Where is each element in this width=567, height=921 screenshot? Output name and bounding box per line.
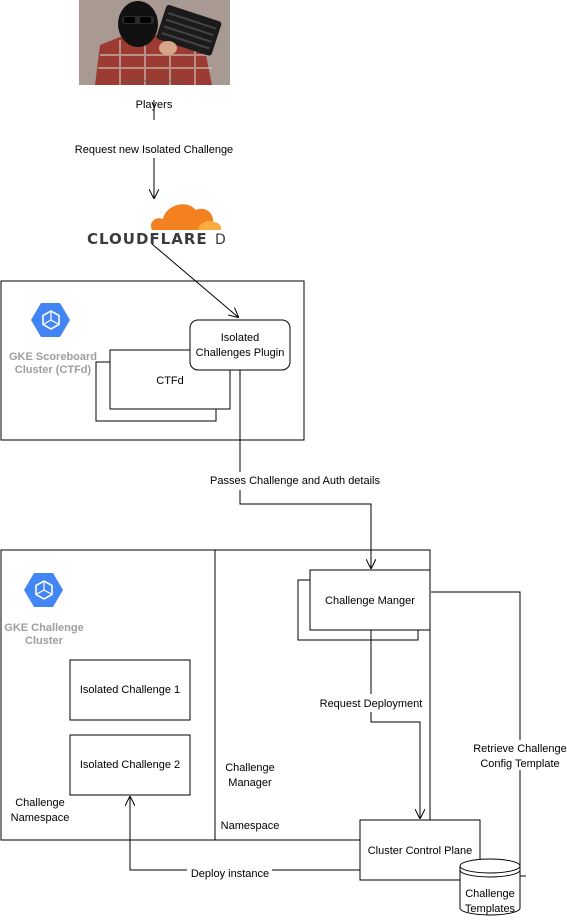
gke-icon bbox=[31, 303, 70, 337]
plugin-label-2: Challenges Plugin bbox=[196, 347, 285, 359]
challenge-manager-box bbox=[309, 569, 431, 631]
challenge-cluster-label-1: GKE Challenge bbox=[4, 622, 83, 634]
edge-label-request-deployment: Request Deployment bbox=[320, 698, 423, 710]
ctfd-box bbox=[109, 349, 231, 410]
cloudflare-wordmark: CLOUDFLARE bbox=[87, 230, 208, 248]
plugin-box bbox=[189, 319, 291, 371]
control-plane-label: Cluster Control Plane bbox=[368, 845, 473, 857]
gke-icon bbox=[24, 573, 63, 607]
manager-namespace-label-1: Challenge bbox=[225, 762, 275, 774]
edge-label-retrieve-template-2: Config Template bbox=[480, 758, 559, 770]
scoreboard-cluster-label-2: Cluster (CTFd) bbox=[15, 364, 92, 376]
isolated-challenge-1-label: Isolated Challenge 1 bbox=[80, 684, 180, 696]
isolated-challenge-2-label: Isolated Challenge 2 bbox=[80, 759, 180, 771]
challenge-namespace-label-1: Challenge bbox=[15, 797, 65, 809]
edge-request-deployment bbox=[370, 630, 420, 818]
cloudflare-logo: CLOUDFLARE D bbox=[87, 204, 227, 248]
scoreboard-cluster-box bbox=[0, 280, 305, 441]
templates-label-1: Challenge bbox=[465, 888, 515, 900]
database-icon bbox=[459, 858, 521, 916]
edge-label-retrieve-template-1: Retrieve Challenge bbox=[473, 743, 567, 755]
challenge-cluster-label-2: Cluster bbox=[25, 635, 64, 647]
cloudflare-suffix: D bbox=[215, 232, 227, 248]
edge-retrieve-template bbox=[431, 591, 521, 870]
isolated-challenge-1-box bbox=[69, 659, 191, 721]
edge-label-request-challenge: Request new Isolated Challenge bbox=[75, 144, 233, 156]
edge-passes-details bbox=[239, 370, 371, 568]
players-photo: www.shutterstock.com · 123153173 bbox=[79, 0, 230, 85]
edge-label-passes-details: Passes Challenge and Auth details bbox=[210, 475, 381, 487]
challenge-namespace-label-2: Namespace bbox=[11, 812, 70, 824]
templates-label-2: Templates bbox=[465, 903, 516, 915]
challenge-manager-label: Challenge Manger bbox=[325, 595, 415, 607]
edge-label-deploy-instance: Deploy instance bbox=[191, 868, 269, 880]
plugin-label-1: Isolated bbox=[221, 332, 260, 344]
scoreboard-cluster-label-1: GKE Scoreboard bbox=[9, 351, 97, 363]
ctfd-label: CTFd bbox=[156, 375, 184, 387]
edge-deploy-instance bbox=[130, 797, 360, 871]
manager-namespace-label-2: Manager bbox=[228, 777, 272, 789]
photo-caption: www.shutterstock.com · 123153173 bbox=[122, 78, 186, 83]
isolated-challenge-2-box bbox=[69, 734, 191, 796]
manager-namespace-label-3: Namespace bbox=[221, 820, 280, 832]
